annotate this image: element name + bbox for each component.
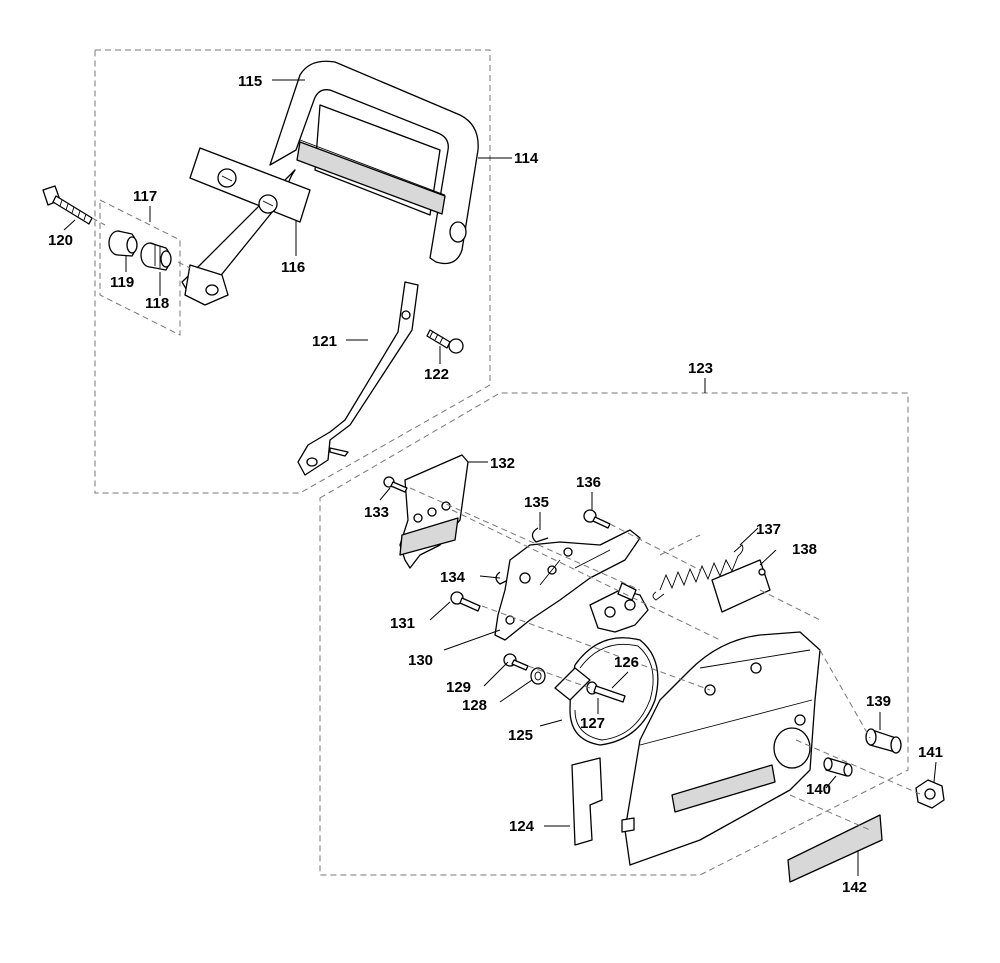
label-plate-142: [787, 814, 883, 883]
washer-hole: [534, 671, 542, 681]
clip-135: [531, 527, 549, 543]
callout-140: 140: [806, 781, 831, 798]
callout-119: 119: [110, 274, 134, 291]
nut-141: [915, 779, 945, 809]
leader-lines: [63, 79, 937, 876]
callout-128: 128: [462, 697, 487, 714]
bolt-127: [586, 681, 626, 703]
assembly-axes: [91, 217, 921, 831]
callout-137: 137: [756, 521, 781, 538]
spring-137: [652, 544, 744, 601]
spacer-119: [108, 230, 138, 257]
callout-122: 122: [424, 366, 449, 383]
chain-catcher-124: [571, 757, 603, 846]
front-handle: [181, 60, 479, 306]
callout-139: 139: [866, 693, 891, 710]
handle-bracket: [297, 281, 419, 476]
brake-lever-130: [494, 529, 641, 641]
screw-133: [383, 476, 408, 493]
callout-132: 132: [490, 455, 515, 472]
callout-118: 118: [145, 295, 169, 312]
callout-121: 121: [312, 333, 337, 350]
pin-140: [823, 757, 853, 777]
callout-129: 129: [446, 679, 471, 696]
lower-group-boundary: [319, 392, 909, 876]
bolt-120: [42, 185, 93, 225]
washer-128: [530, 667, 546, 685]
screw-122: [426, 329, 464, 354]
clip-134: [495, 571, 513, 585]
brake-band-125: [554, 637, 659, 746]
plate-138: [711, 559, 771, 613]
handle-insert: [189, 147, 311, 223]
callout-120: 120: [48, 232, 73, 249]
callout-117: 117: [133, 188, 157, 205]
callout-142: 142: [842, 879, 867, 896]
brake-mechanism-126: [589, 582, 649, 633]
callout-115: 115: [238, 73, 262, 90]
screw-131: [450, 591, 481, 612]
callout-116: 116: [281, 259, 305, 276]
bushing-118: [140, 242, 172, 271]
callout-127: 127: [580, 715, 605, 732]
side-cover: [621, 631, 821, 866]
callout-labels: 115 114 117 120 116 119 118 121 122 123 …: [48, 73, 943, 896]
callout-114: 114: [514, 150, 539, 167]
callout-138: 138: [792, 541, 817, 558]
callout-133: 133: [364, 504, 389, 521]
callout-126: 126: [614, 654, 639, 671]
screw-136: [583, 509, 611, 529]
pin-139: [865, 728, 902, 754]
callout-141: 141: [918, 744, 943, 761]
callout-135: 135: [524, 494, 549, 511]
callout-131: 131: [390, 615, 415, 632]
sub-group-117-boundary: [99, 199, 181, 336]
callout-134: 134: [440, 569, 466, 586]
callout-136: 136: [576, 474, 601, 491]
callout-125: 125: [508, 727, 533, 744]
callout-124: 124: [509, 818, 535, 835]
guide-plate-132: [399, 454, 469, 569]
callout-130: 130: [408, 652, 433, 669]
callout-123: 123: [688, 360, 713, 377]
